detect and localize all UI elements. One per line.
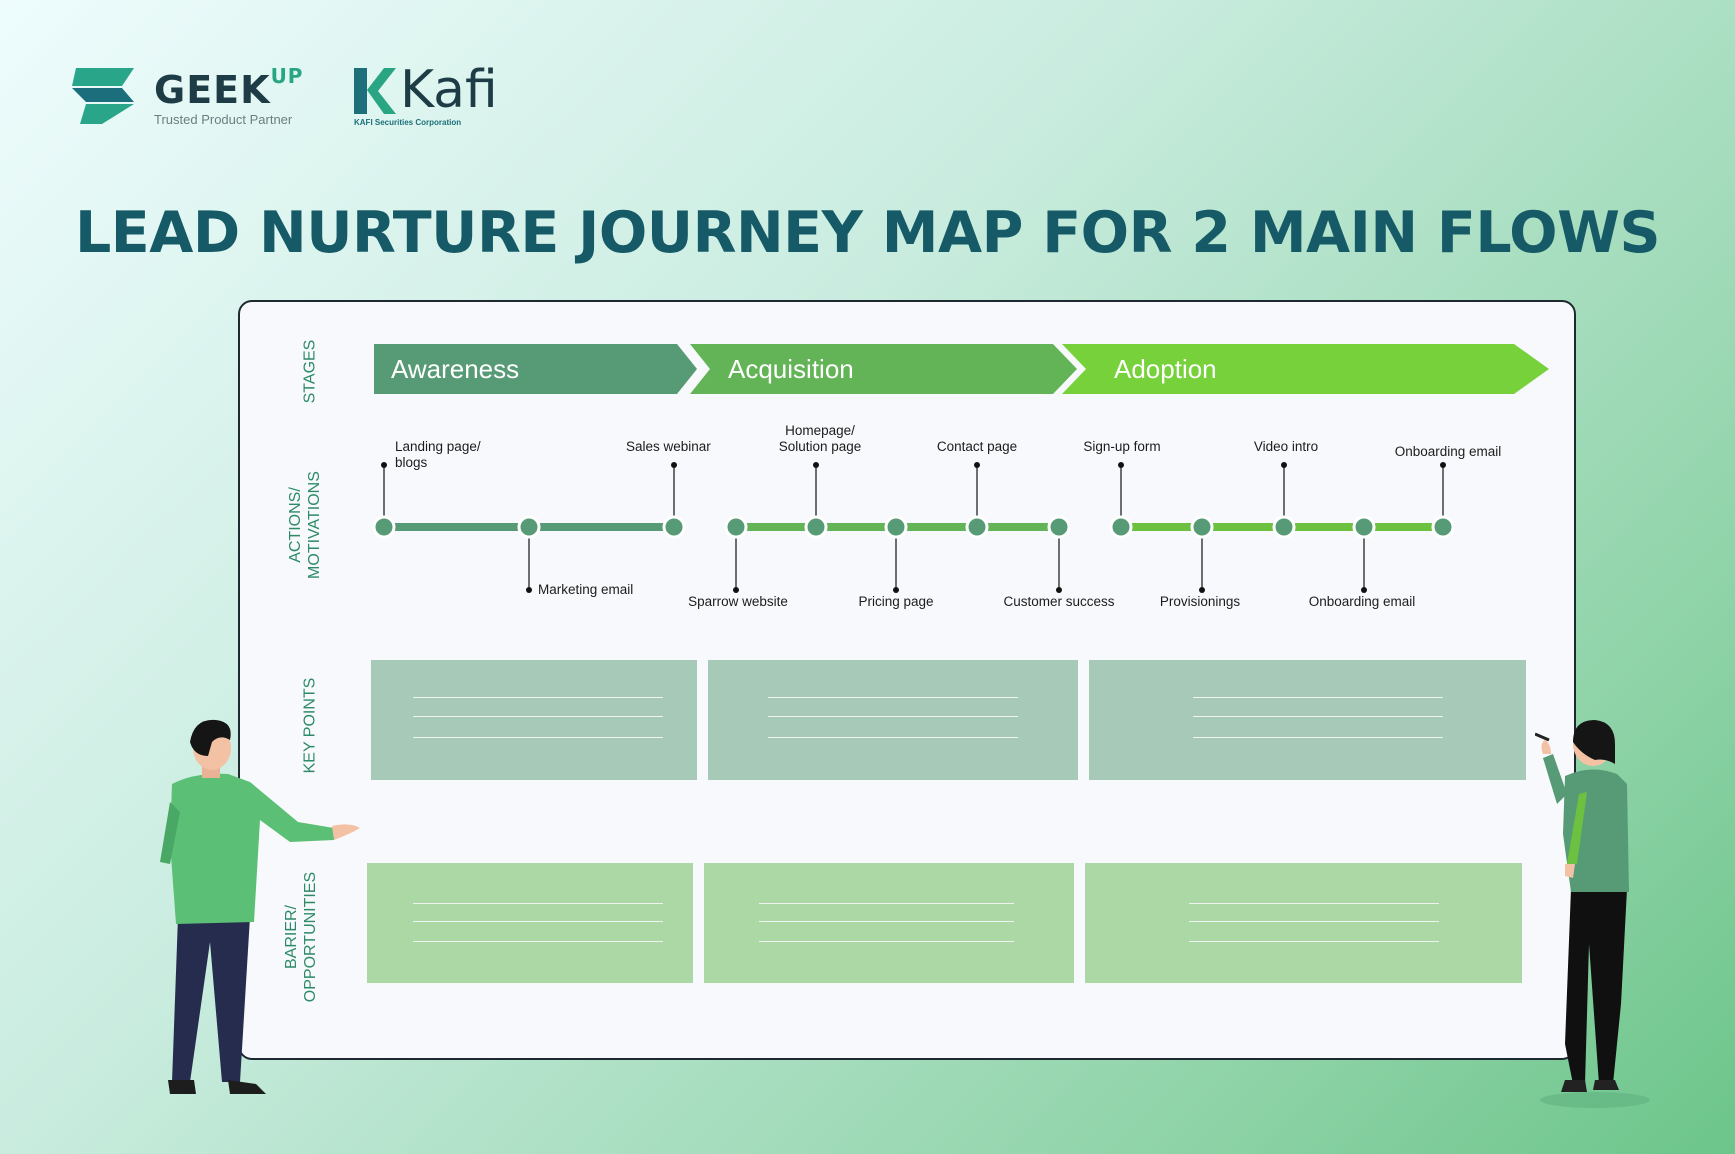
- geekup-mark-icon: [72, 68, 134, 124]
- stage-acquisition-arrow: [690, 344, 1077, 394]
- touchpoint-onboarding-email-top: Onboarding email: [1394, 444, 1502, 459]
- kafi-wordmark: Kafi: [400, 60, 498, 120]
- stage-adoption-arrow: [1062, 344, 1549, 394]
- stage-adoption-label: Adoption: [1114, 354, 1217, 384]
- stage-acquisition-label: Acquisition: [728, 354, 854, 384]
- writer-woman-illustration: [1535, 720, 1650, 1108]
- kafi-logo: Kafi KAFI Securities Corporation: [352, 60, 512, 134]
- stage-awareness-label: Awareness: [391, 354, 520, 384]
- touchpoint-contact-page: Contact page: [936, 439, 1018, 454]
- geekup-superscript: UP: [270, 64, 304, 88]
- geekup-tagline: Trusted Product Partner: [154, 112, 293, 127]
- touchpoint-pricing-page: Pricing page: [858, 594, 934, 609]
- touchpoint-sparrow-website: Sparrow website: [688, 594, 788, 609]
- touchpoint-onboarding-email-bottom: Onboarding email: [1308, 594, 1416, 609]
- key-points-card-awareness: [371, 660, 697, 780]
- barrier-card-adoption: [1085, 863, 1522, 983]
- kafi-tagline: KAFI Securities Corporation: [354, 118, 462, 127]
- kafi-k-icon: [354, 68, 396, 114]
- page-title: LEAD NURTURE JOURNEY MAP FOR 2 MAIN FLOW…: [74, 200, 1661, 266]
- touchpoint-sales-webinar: Sales webinar: [626, 439, 711, 454]
- touchpoint-sign-up-form: Sign-up form: [1083, 439, 1161, 454]
- barrier-card-awareness: [367, 863, 693, 983]
- touchpoint-customer-success: Customer success: [1003, 594, 1115, 609]
- barrier-card-acquisition: [704, 863, 1074, 983]
- geekup-wordmark: GEEK: [154, 68, 271, 112]
- touchpoint-homepage: Homepage/ Solution page: [778, 423, 862, 454]
- stage-awareness-arrow: [374, 344, 697, 394]
- touchpoint-provisionings: Provisionings: [1159, 594, 1241, 609]
- presenter-man-illustration: [160, 719, 360, 1094]
- key-points-card-acquisition: [708, 660, 1078, 780]
- touchpoint-marketing-email: Marketing email: [538, 582, 634, 597]
- touchpoint-landing-page: Landing page/ blogs: [395, 439, 481, 470]
- key-points-card-adoption: [1089, 660, 1526, 780]
- touchpoint-video-intro: Video intro: [1253, 439, 1319, 454]
- geekup-logo: GEEKUP Trusted Product Partner: [72, 64, 312, 134]
